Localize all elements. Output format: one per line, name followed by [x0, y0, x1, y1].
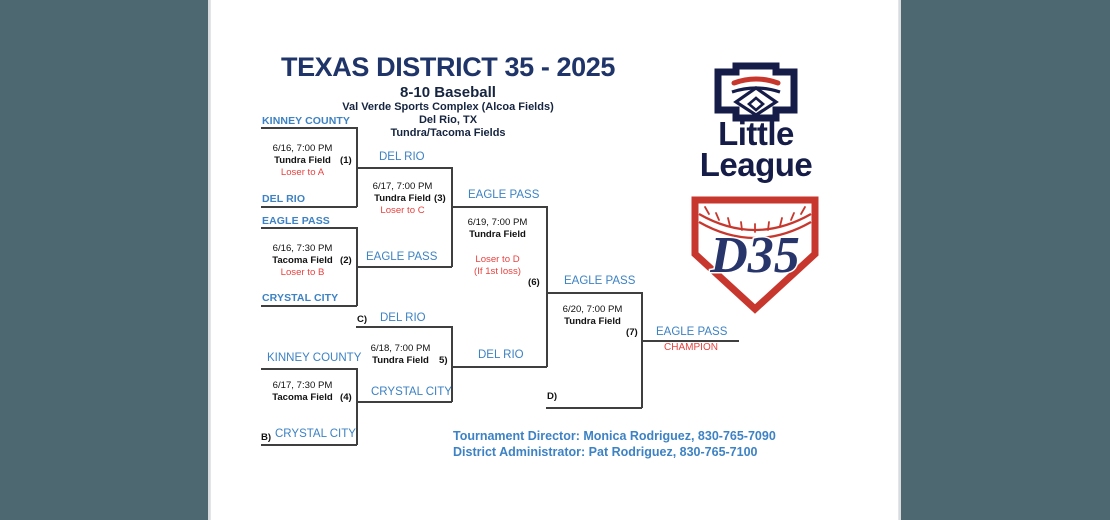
game2-loser-note: Loser to B [280, 267, 325, 278]
game6-bottom-line [451, 366, 547, 368]
game1-field: Tundra Field [274, 155, 331, 166]
game3-number: (3) [434, 193, 446, 204]
little-league-keystone-logo: Little League [676, 58, 836, 188]
game7-date: 6/20, 7:00 PM [562, 304, 623, 315]
game5-top-team: DEL RIO [380, 312, 426, 324]
game1-number: (1) [340, 155, 352, 166]
game6-top-line [451, 206, 547, 208]
game5-field: Tundra Field [372, 355, 429, 366]
venue-line: Val Verde Sports Complex (Alcoa Fields) [342, 101, 554, 113]
game2-field: Tacoma Field [272, 255, 333, 266]
page-edge-left [208, 0, 211, 520]
game6-date: 6/19, 7:00 PM [467, 217, 528, 228]
game7-bottom-bracket-letter: D) [547, 391, 558, 402]
game6-loser-note-1: Loser to D [475, 254, 520, 265]
district-administrator-line: District Administrator: Pat Rodriguez, 8… [453, 445, 758, 459]
game2-top-line [261, 227, 357, 229]
game6-bottom-team: DEL RIO [478, 349, 524, 361]
game6-top-team: EAGLE PASS [468, 189, 540, 201]
game4-bottom-bracket-letter: B) [261, 432, 272, 443]
game3-date: 6/17, 7:00 PM [372, 181, 433, 192]
champion-label: CHAMPION [664, 342, 718, 353]
game6-loser-note-2: (If 1st loss) [474, 266, 521, 277]
game5-bottom-team: CRYSTAL CITY [371, 386, 452, 398]
game5-top-bracket-letter: C) [357, 314, 368, 325]
page-title: TEXAS DISTRICT 35 - 2025 [280, 52, 615, 82]
game1-top-team: KINNEY COUNTY [262, 115, 351, 127]
game2-number: (2) [340, 255, 352, 266]
little-league-wordmark-line1: Little [718, 115, 794, 152]
game4-top-team: KINNEY COUNTY [267, 352, 362, 364]
game7-connector [641, 292, 643, 408]
game4-date: 6/17, 7:30 PM [272, 380, 333, 391]
game4-top-line [261, 368, 357, 370]
game5-number: 5) [439, 355, 448, 366]
game7-top-team: EAGLE PASS [564, 275, 636, 287]
game7-bottom-line [546, 407, 642, 409]
game1-top-line [261, 127, 357, 129]
champion-line [641, 340, 739, 342]
district-logo-text: D35 [709, 227, 800, 284]
game5-connector [451, 326, 453, 402]
game3-field: Tundra Field [374, 193, 431, 204]
game1-date: 6/16, 7:00 PM [272, 143, 333, 154]
game7-number: (7) [626, 327, 638, 338]
tournament-director-line: Tournament Director: Monica Rodriguez, 8… [453, 429, 776, 443]
game3-bottom-team: EAGLE PASS [366, 251, 438, 263]
game3-bottom-line [356, 266, 452, 268]
game4-field: Tacoma Field [272, 392, 333, 403]
fields-line: Tundra/Tacoma Fields [390, 127, 506, 139]
game2-bottom-team: CRYSTAL CITY [262, 292, 339, 304]
game5-top-line [356, 326, 452, 328]
game3-top-line [356, 167, 452, 169]
division-subtitle: 8-10 Baseball [400, 84, 496, 101]
game4-connector [356, 368, 358, 445]
game1-loser-note: Loser to A [280, 167, 325, 178]
district-35-home-plate-logo: D35 [685, 192, 825, 317]
game6-number: (6) [528, 277, 540, 288]
game4-number: (4) [340, 392, 352, 403]
game2-top-team: EAGLE PASS [262, 215, 330, 227]
game1-bottom-line [261, 206, 357, 208]
champion-team: EAGLE PASS [656, 326, 728, 338]
game2-date: 6/16, 7:30 PM [272, 243, 333, 254]
game4-bottom-team: CRYSTAL CITY [275, 428, 356, 440]
game3-top-team: DEL RIO [379, 151, 425, 163]
game7-field: Tundra Field [564, 316, 621, 327]
game6-connector [546, 206, 548, 367]
city-line: Del Rio, TX [418, 114, 478, 126]
game1-bottom-team: DEL RIO [262, 193, 306, 205]
game5-bottom-line [356, 401, 452, 403]
game7-top-line [546, 292, 642, 294]
game2-bottom-line [261, 305, 357, 307]
page-edge-right [898, 0, 901, 520]
game3-connector [451, 167, 453, 267]
game3-loser-note: Loser to C [380, 205, 425, 216]
game4-bottom-line [261, 444, 357, 446]
game5-date: 6/18, 7:00 PM [370, 343, 431, 354]
game6-field: Tundra Field [469, 229, 526, 240]
little-league-wordmark-line2: League [699, 146, 813, 183]
